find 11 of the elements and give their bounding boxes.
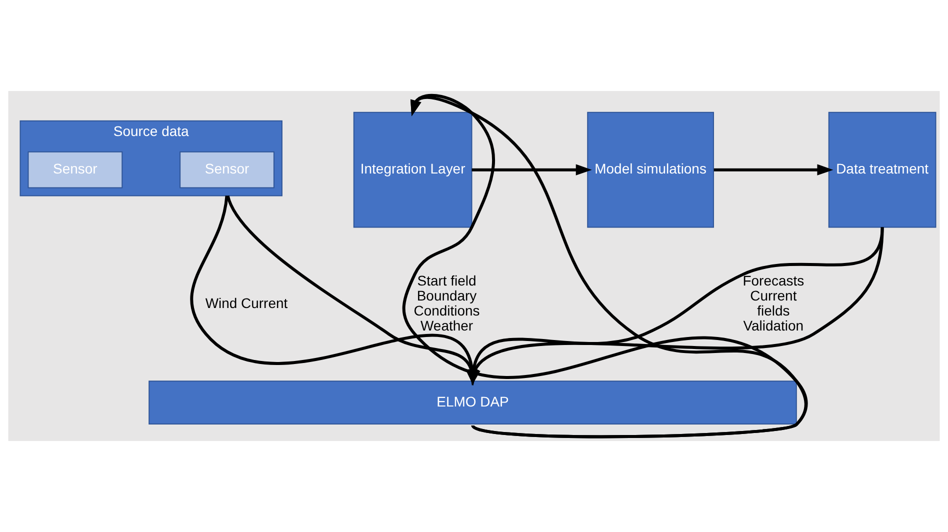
node-box: Sensor — [28, 151, 123, 188]
edge-label: Wind Current — [205, 294, 288, 311]
node-box: Model simulations — [587, 112, 714, 228]
edge-label: Start field Boundary Conditions Weather — [414, 272, 480, 334]
node-box: ELMO DAP — [148, 380, 797, 425]
arrow — [714, 164, 834, 176]
arrow — [472, 164, 592, 176]
node-box: Integration Layer — [353, 112, 472, 228]
edge-label: Forecasts Current fields Validation — [742, 272, 804, 334]
node-box: Sensor — [180, 151, 274, 188]
node-box: Data treatment — [828, 112, 936, 228]
